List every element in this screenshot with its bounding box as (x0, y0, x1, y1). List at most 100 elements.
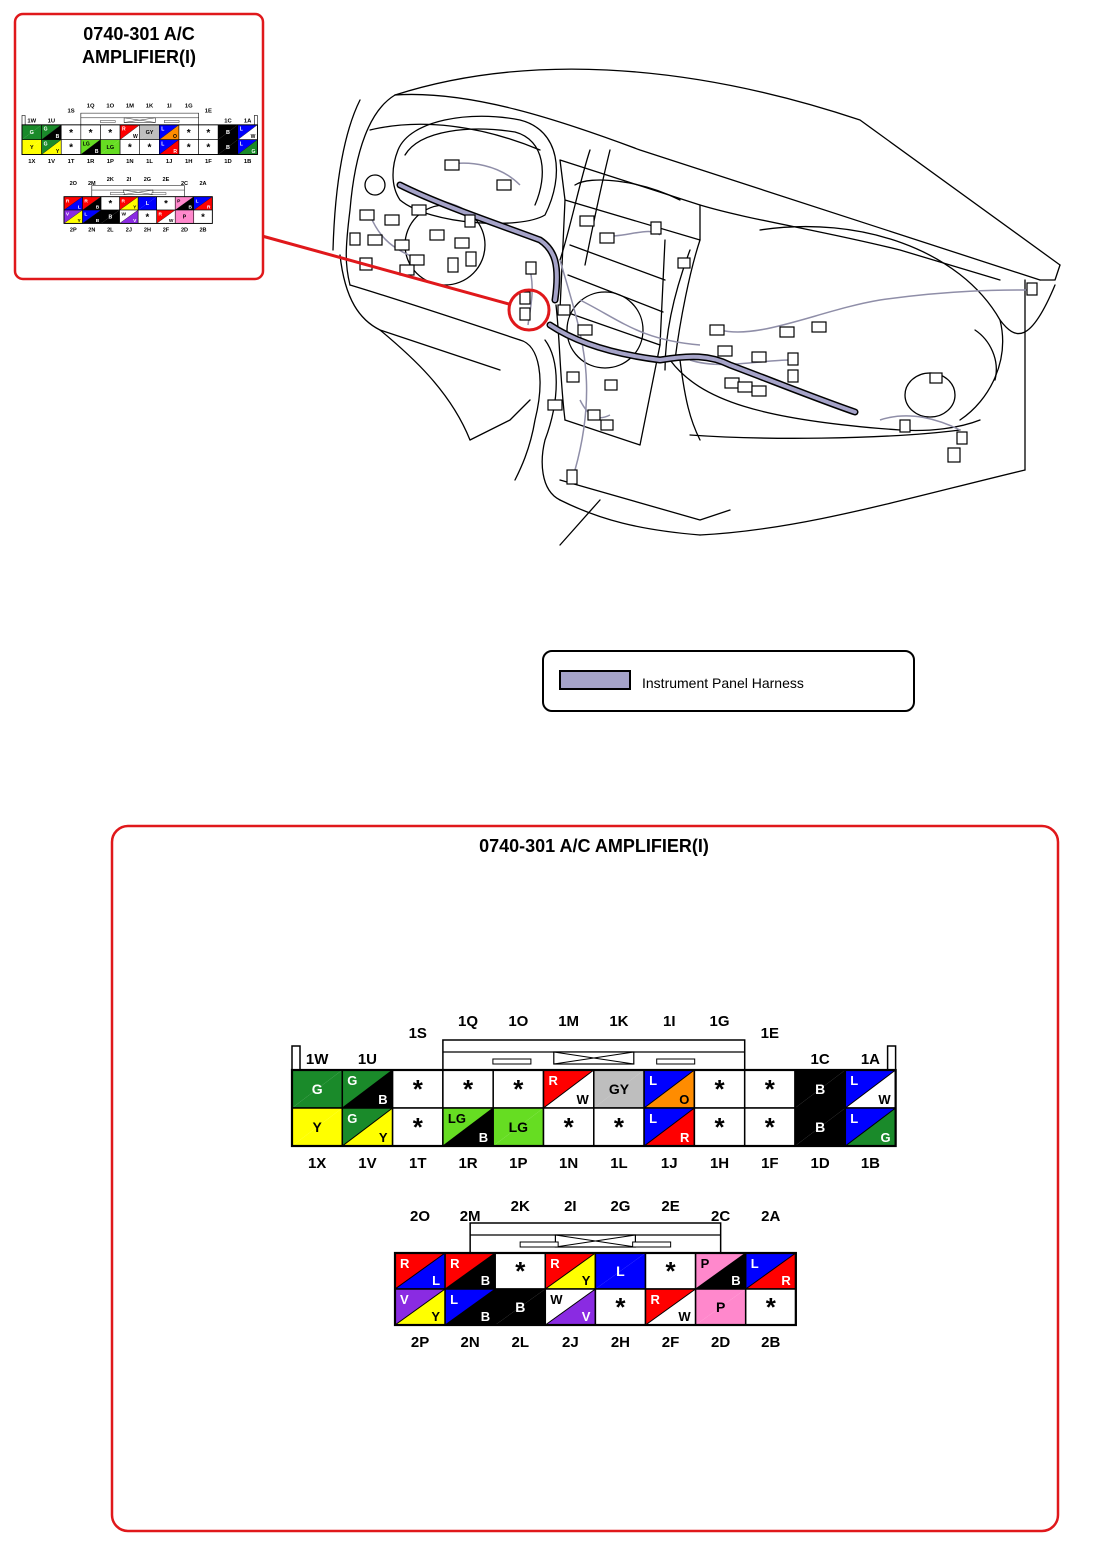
pin-cell-empty (593, 1107, 645, 1147)
pin-number-bottom: 1D (811, 1155, 830, 1172)
pin-empty-mark: * (128, 143, 132, 154)
pin-fill-primary (595, 1253, 646, 1289)
inset-title-line1: 0740-301 A/C (83, 24, 194, 44)
pin-empty-mark: * (148, 143, 152, 154)
pin-fill-primary (445, 1253, 496, 1289)
latch-slot-left (492, 1058, 532, 1065)
pin-fill-secondary (156, 210, 176, 224)
pin-divider (193, 196, 213, 211)
pin-color-label: R (550, 1256, 560, 1271)
pin-divider (444, 1252, 496, 1290)
pin-fill-primary (101, 210, 120, 224)
pin-stripe-label: R (781, 1273, 791, 1288)
pin-number-top: 1C (811, 1051, 830, 1068)
dash-connectors (349, 159, 1038, 485)
pin-color-label: L (450, 1292, 458, 1307)
pin-number-top: 1W (27, 119, 36, 125)
pin-fill-secondary (292, 1108, 343, 1146)
pin-divider (844, 1107, 896, 1147)
pin-fill-secondary (119, 196, 139, 211)
pin-fill-secondary (218, 124, 238, 140)
pin-empty-mark: * (69, 143, 73, 154)
pin-divider (545, 1288, 596, 1326)
pin-divider (394, 1288, 446, 1326)
pin-color-label: L (649, 1111, 657, 1126)
pin-color-label: R (66, 198, 70, 204)
pin-color-label: B (815, 1081, 825, 1097)
pin-color-label: G (347, 1111, 357, 1126)
pin-stripe-label: Y (379, 1130, 388, 1145)
pin-empty-mark: * (413, 1112, 424, 1142)
pin-number-bottom: 1J (661, 1155, 678, 1172)
latch-slot-right (632, 1241, 672, 1248)
pin-number-top: 2A (199, 181, 206, 187)
pin-divider (119, 124, 140, 140)
pin-divider (545, 1252, 596, 1290)
pin-divider (444, 1288, 496, 1326)
pin-divider (63, 196, 83, 211)
pin-empty-mark: * (187, 128, 191, 139)
pin-empty-mark: * (564, 1112, 575, 1142)
pin-number-top: 2I (127, 177, 132, 183)
pin-stripe-label: L (432, 1273, 440, 1288)
pin-stripe-label: G (252, 149, 256, 155)
pin-empty-mark: * (89, 128, 93, 139)
pin-cell-empty (442, 1069, 494, 1109)
inset-title-line2: AMPLIFIER(I) (82, 47, 196, 67)
pin-number-top: 1I (663, 1013, 676, 1030)
pin-number-bottom: 2N (461, 1334, 480, 1351)
legend-label: Instrument Panel Harness (642, 675, 804, 691)
connector-outline (393, 1251, 797, 1327)
connector-outline (290, 1068, 897, 1148)
pin-empty-mark: * (714, 1112, 725, 1142)
pin-color-label: R (450, 1256, 460, 1271)
pin-color-label: B (515, 1299, 525, 1315)
pin-fill-primary (218, 139, 238, 155)
main-title: 0740-301 A/C AMPLIFIER(I) (479, 836, 709, 856)
pin-divider (80, 139, 101, 155)
pin-number-top: 2I (564, 1198, 577, 1215)
pin-number-top: 1Q (87, 104, 95, 110)
pin-fill-secondary (22, 139, 42, 155)
pin-color-label: P (701, 1256, 710, 1271)
pin-stripe-label: Y (431, 1309, 440, 1324)
pin-fill-primary (795, 1108, 846, 1146)
pin-divider (175, 196, 194, 211)
pin-number-bottom: 2L (511, 1334, 529, 1351)
pin-number-top: 2C (181, 181, 188, 187)
pin-divider (643, 1069, 695, 1109)
pin-stripe-label: O (173, 134, 177, 140)
pin-fill-secondary (119, 210, 139, 224)
pin-color-label: L (240, 127, 243, 133)
pin-color-label: LG (106, 145, 114, 151)
pin-color-label: L (161, 127, 164, 133)
pin-color-label: P (183, 215, 187, 221)
latch-slot-left (519, 1241, 559, 1248)
pin-fill-primary (445, 1289, 496, 1325)
connector-outline (63, 196, 213, 224)
pin-number-bottom: 1T (68, 159, 75, 165)
pin-fill-secondary (159, 139, 179, 155)
pin-color-label: G (30, 130, 34, 136)
pin-cell-empty (391, 1069, 444, 1109)
pin-fill-secondary (695, 1289, 746, 1325)
pin-number-top: 2M (460, 1208, 481, 1225)
pin-number-bottom: 1X (308, 1155, 326, 1172)
pin-number-bottom: 1J (166, 159, 173, 165)
pin-number-bottom: 1P (107, 159, 114, 165)
pin-stripe-label: W (251, 134, 256, 140)
pin-stripe-label: B (96, 218, 100, 224)
pin-cell-empty (542, 1107, 595, 1147)
pin-number-top: 1W (306, 1051, 329, 1068)
pin-stripe-label: V (582, 1309, 591, 1324)
pin-number-bottom: 1P (509, 1155, 527, 1172)
pin-fill-secondary (193, 196, 213, 211)
pin-number-bottom: 2N (88, 228, 95, 234)
legend-swatch (559, 670, 631, 690)
pin-number-top: 1G (185, 104, 193, 110)
latch-lock-x2 (555, 1234, 636, 1248)
pin-stripe-label: R (173, 149, 177, 155)
pin-stripe-label: W (169, 218, 174, 224)
pin-empty-mark: * (69, 128, 73, 139)
